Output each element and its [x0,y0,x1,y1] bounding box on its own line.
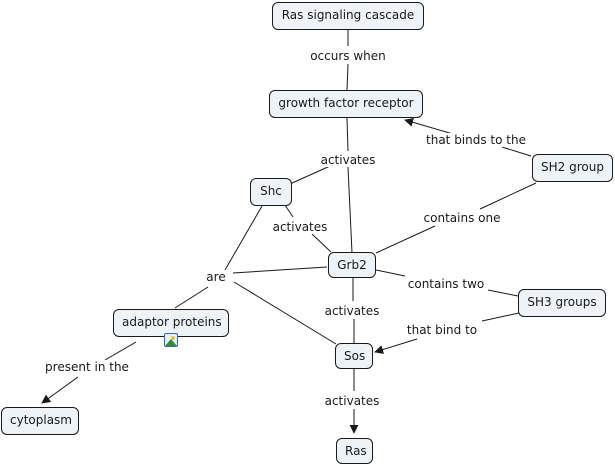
image-icon-hill [165,339,177,346]
link-that-bind-to[interactable]: that bind to [404,323,480,337]
edge-present-to-cytoplasm [41,376,79,404]
concept-sh3-groups[interactable]: SH3 groups [518,289,606,317]
concept-grb2[interactable]: Grb2 [328,252,376,278]
link-activates-gfr[interactable]: activates [318,153,378,167]
concept-ras-signaling-cascade[interactable]: Ras signaling cascade [272,2,424,30]
edge-activates2-to-grb2 [311,233,332,253]
concept-growth-factor-receptor[interactable]: growth factor receptor [269,90,423,118]
edge-adaptor-to-present [104,341,137,361]
edge-gfr-to-activates [346,117,349,152]
link-are[interactable]: are [204,270,228,284]
link-activates-shc[interactable]: activates [270,220,330,234]
concept-sos[interactable]: Sos [335,343,373,369]
edge-grb2-to-are [232,266,328,274]
edge-are-to-sos [233,281,337,345]
edge-sh3-to-bind [481,312,520,322]
edge-shc-to-are [224,205,263,271]
edge-contains-two-to-sh3 [487,289,519,297]
link-activates-grb2[interactable]: activates [322,304,382,318]
edge-sh2-to-contains-one [479,182,537,210]
image-resource-icon[interactable] [164,333,178,347]
concept-cytoplasm[interactable]: cytoplasm [1,407,79,435]
link-present-in-the[interactable]: present in the [43,360,131,374]
link-contains-two[interactable]: contains two [405,277,487,291]
link-contains-one[interactable]: contains one [421,211,503,225]
edge-occurs-to-gfr [346,63,349,91]
edge-are-to-adaptor [174,286,209,309]
edge-bind-to-sos [374,338,418,354]
image-icon-sun [171,336,175,340]
edge-shc-to-activates [284,204,294,218]
concept-sh2-group[interactable]: SH2 group [532,154,613,182]
edge-grb2-to-contains-two [375,269,406,277]
concept-shc[interactable]: Shc [250,178,292,206]
concept-ras[interactable]: Ras [336,438,373,464]
link-activates-sos[interactable]: activates [322,394,382,408]
link-occurs-when[interactable]: occurs when [308,49,388,63]
link-that-binds-to-the[interactable]: that binds to the [424,133,528,147]
edge-activates-to-grb2 [347,166,353,254]
edge-activates-to-shc [289,165,331,185]
edge-sh2-to-binds [501,146,532,157]
edge-binds-to-gfr [404,117,454,135]
edge-contains-one-to-grb2 [375,225,436,254]
